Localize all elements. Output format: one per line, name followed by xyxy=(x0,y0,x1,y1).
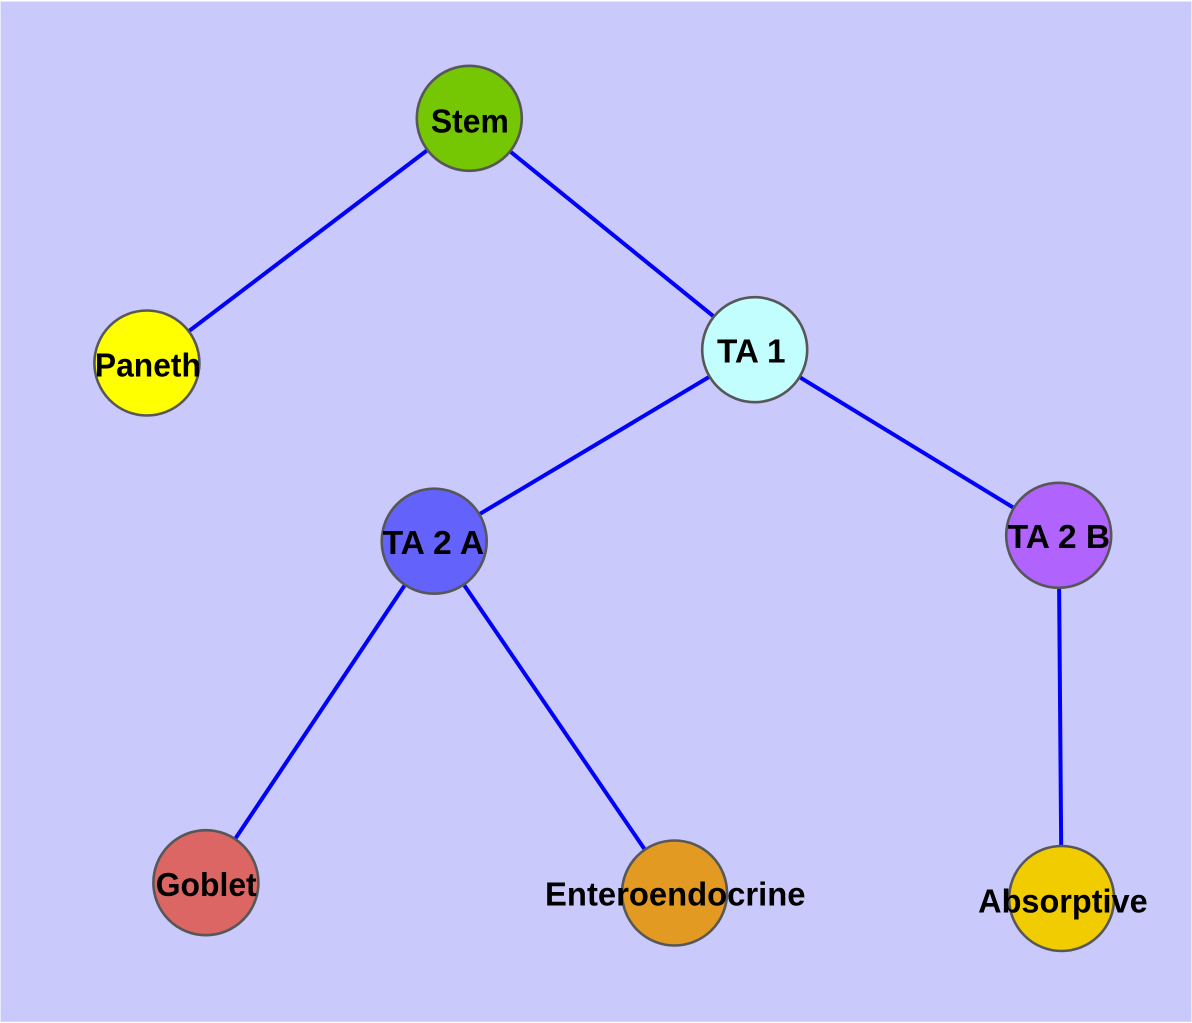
svg-text:Goblet: Goblet xyxy=(156,866,257,903)
svg-text:TA 2 B: TA 2 B xyxy=(1008,518,1110,555)
svg-text:Paneth: Paneth xyxy=(95,346,201,383)
svg-text:TA 1: TA 1 xyxy=(717,333,786,370)
svg-text:Absorptive: Absorptive xyxy=(978,882,1148,919)
svg-text:Stem: Stem xyxy=(431,103,509,140)
svg-text:TA 2 A: TA 2 A xyxy=(383,524,485,561)
svg-text:Enteroendocrine: Enteroendocrine xyxy=(545,875,806,912)
